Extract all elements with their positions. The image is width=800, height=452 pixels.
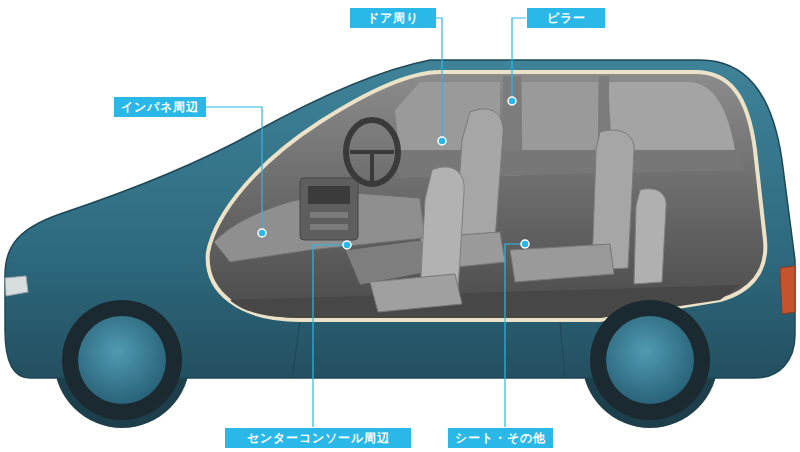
center-stack: [300, 178, 358, 240]
leader-dot: [521, 240, 529, 248]
tyre: [62, 300, 182, 420]
wheel-hub: [606, 316, 694, 404]
callout-text: シート・その他: [455, 432, 546, 444]
leader-line: [512, 18, 526, 97]
callout-label: センターコンソール周辺: [225, 428, 411, 448]
tail-light: [780, 266, 795, 314]
tyre: [590, 300, 710, 420]
callout-text: ドア周り: [367, 12, 419, 24]
switch: [310, 224, 348, 230]
steering-spoke: [350, 152, 394, 182]
callout-text: インパネ周辺: [121, 101, 199, 113]
seat-back: [634, 189, 666, 284]
leader-dot: [343, 241, 351, 249]
leader-line: [436, 18, 442, 137]
callout-text: ピラー: [547, 12, 586, 24]
callout-label: ピラー: [527, 8, 605, 28]
side-window: [522, 82, 598, 156]
seat-cushion: [510, 244, 614, 282]
headlight: [5, 276, 28, 296]
callout-text: センターコンソール周辺: [247, 432, 390, 444]
callout-label: ドア周り: [350, 8, 436, 28]
callout-label: シート・その他: [448, 428, 553, 448]
steering-wheel: [346, 120, 398, 184]
leader-dot: [438, 137, 446, 145]
wheel-hub: [78, 316, 166, 404]
seat-cushion: [370, 274, 462, 312]
leader-line: [206, 107, 262, 229]
door-seam: [292, 322, 565, 378]
switch: [310, 212, 348, 218]
leader-line: [505, 244, 521, 427]
leader-dot: [258, 229, 266, 237]
leader-dot: [508, 97, 516, 105]
callout-label: インパネ周辺: [114, 97, 206, 117]
leader-line: [313, 245, 343, 427]
display: [308, 186, 350, 204]
cabin-cutaway: [208, 72, 766, 320]
